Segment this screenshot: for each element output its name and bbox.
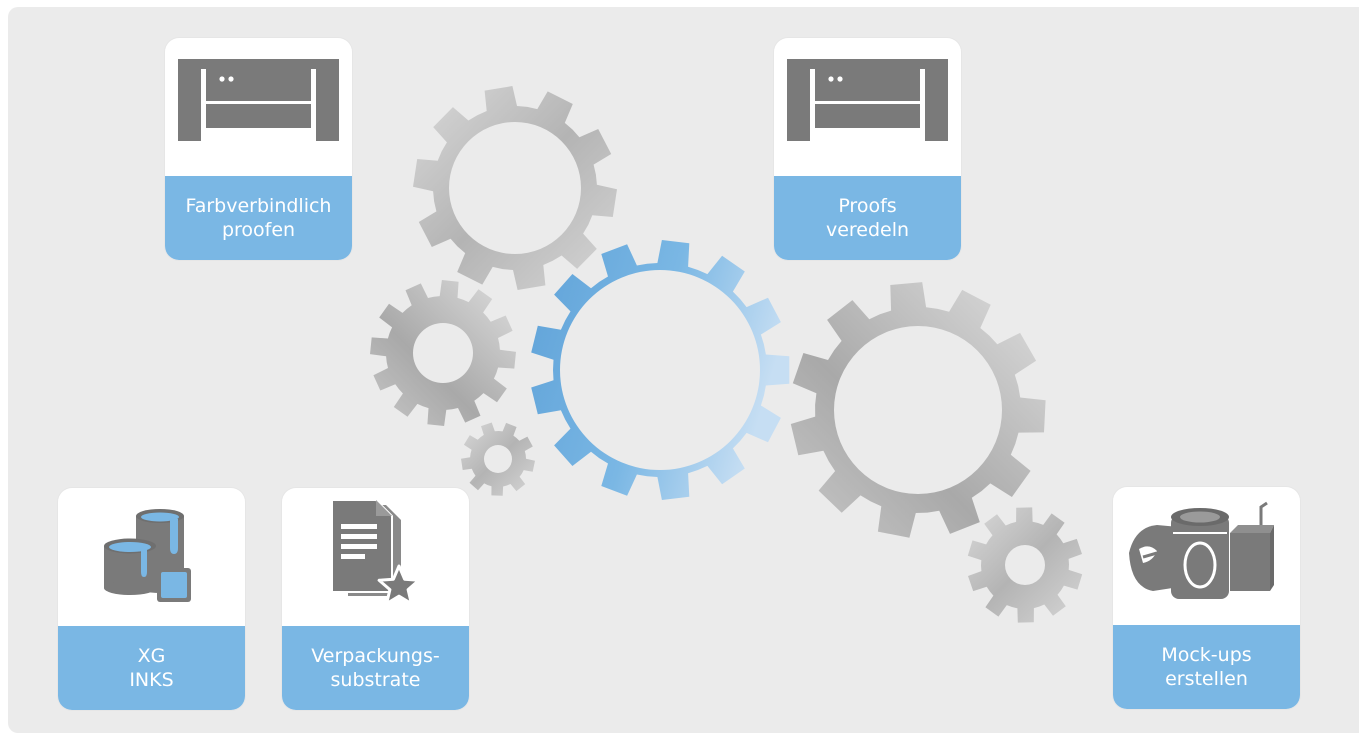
card-xg-inks[interactable]: XG INKS bbox=[58, 488, 245, 710]
card-verpackungssubstrate[interactable]: Verpackungs- substrate bbox=[282, 488, 469, 710]
card-label-line1: Verpackungs- bbox=[311, 645, 440, 667]
card-label-line1: Farbverbindlich bbox=[185, 195, 332, 217]
card-label-line2: erstellen bbox=[1165, 668, 1248, 690]
card-label-line1: XG bbox=[137, 645, 166, 667]
card-label: XG INKS bbox=[58, 626, 245, 710]
gear-left bbox=[370, 280, 516, 426]
card-label-line2: veredeln bbox=[825, 219, 910, 241]
document-star-icon bbox=[331, 499, 421, 606]
gear-right bbox=[790, 282, 1046, 538]
packaging-products-icon bbox=[1129, 501, 1274, 599]
card-label: Mock-ups erstellen bbox=[1113, 625, 1300, 709]
card-label-line2: INKS bbox=[129, 669, 174, 691]
gear-small-left bbox=[461, 422, 535, 496]
card-label: Proofs veredeln bbox=[774, 176, 961, 260]
card-label-line2: proofen bbox=[221, 219, 296, 241]
card-label: Verpackungs- substrate bbox=[282, 626, 469, 710]
card-label-line2: substrate bbox=[330, 669, 421, 691]
ink-cans-icon bbox=[104, 509, 191, 602]
gear-top bbox=[413, 86, 617, 290]
printer-icon bbox=[787, 59, 948, 141]
card-proofs-veredeln[interactable]: Proofs veredeln bbox=[774, 38, 961, 260]
card-label-line1: Mock-ups bbox=[1161, 644, 1252, 666]
gear-center-blue bbox=[531, 240, 790, 500]
card-label-line1: Proofs bbox=[838, 195, 897, 217]
card-farbverbindlich-proofen[interactable]: Farbverbindlich proofen bbox=[165, 38, 352, 260]
card-label: Farbverbindlich proofen bbox=[165, 176, 352, 260]
card-mock-ups-erstellen[interactable]: Mock-ups erstellen bbox=[1113, 487, 1300, 709]
gear-small-right bbox=[967, 507, 1083, 623]
printer-icon bbox=[178, 59, 339, 141]
